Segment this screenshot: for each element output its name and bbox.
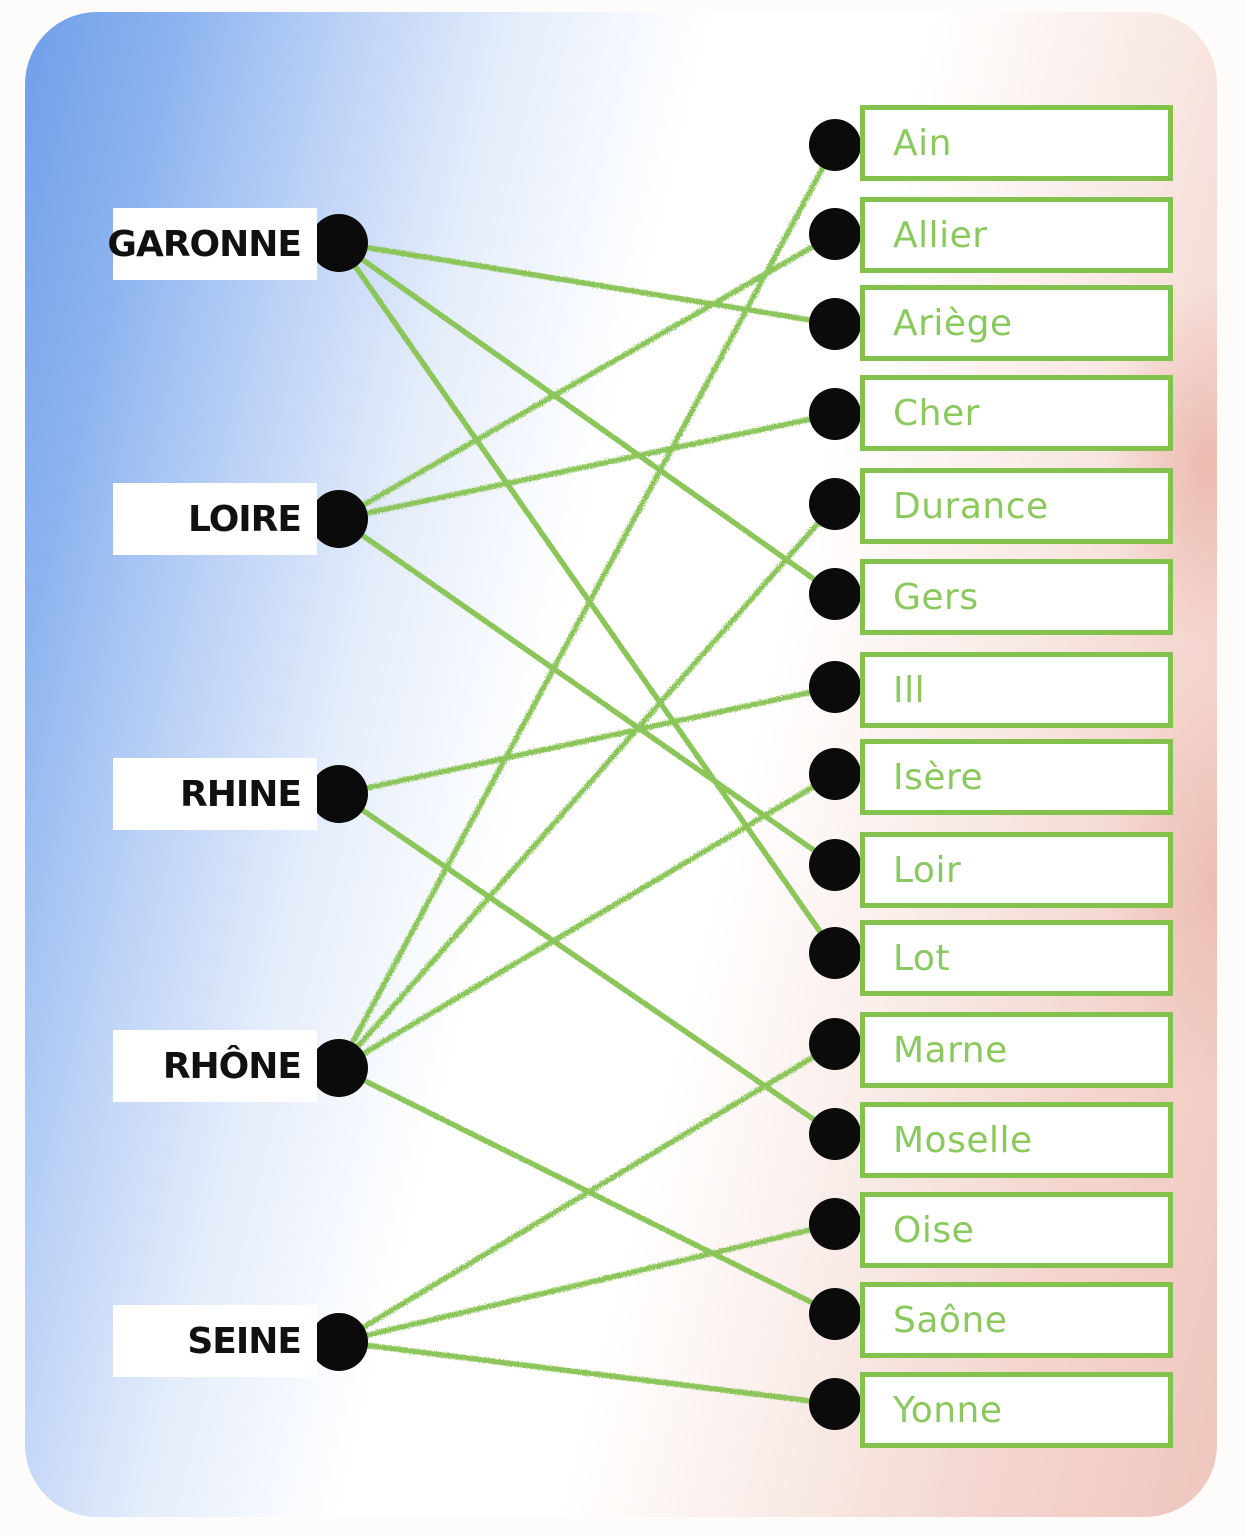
tributary-dot-ariege[interactable] <box>809 298 861 350</box>
connection-line-rhine-ill <box>336 684 838 797</box>
tributary-label-box-isere[interactable]: Isère <box>860 739 1173 815</box>
river-label-box-rhone[interactable]: RHÔNE <box>113 1030 317 1102</box>
river-label: LOIRE <box>188 498 302 540</box>
river-dot-seine[interactable] <box>310 1313 368 1371</box>
tributary-label-box-saone[interactable]: Saône <box>860 1282 1173 1358</box>
river-dot-rhine[interactable] <box>310 765 368 823</box>
river-dot-rhone[interactable] <box>310 1039 368 1097</box>
tributary-label: Ariège <box>893 302 1013 344</box>
connection-line-rhone-saone <box>336 1065 838 1317</box>
tributary-dot-gers[interactable] <box>809 568 861 620</box>
tributary-label: Ain <box>893 122 952 164</box>
tributary-label-box-lot[interactable]: Lot <box>860 920 1173 996</box>
tributary-label: Gers <box>893 576 979 618</box>
tributary-label-box-ill[interactable]: Ill <box>860 652 1173 728</box>
tributary-label: Allier <box>893 214 988 256</box>
tributary-label: Cher <box>893 392 980 434</box>
tributary-dot-lot[interactable] <box>809 927 861 979</box>
connection-line-seine-marne <box>336 1041 838 1345</box>
tributary-label: Loir <box>893 849 962 891</box>
river-label-box-loire[interactable]: LOIRE <box>113 483 317 555</box>
tributary-dot-oise[interactable] <box>809 1198 861 1250</box>
connection-line-rhone-durance <box>336 501 838 1071</box>
river-label: RHINE <box>180 773 302 815</box>
tributary-label-box-allier[interactable]: Allier <box>860 197 1173 273</box>
tributary-label-box-loir[interactable]: Loir <box>860 832 1173 908</box>
tributary-label: Moselle <box>893 1119 1033 1161</box>
tributary-label-box-marne[interactable]: Marne <box>860 1012 1173 1088</box>
river-label: RHÔNE <box>162 1045 302 1087</box>
river-label-box-garonne[interactable]: GARONNE <box>107 208 317 280</box>
tributary-label-box-ariege[interactable]: Ariège <box>860 285 1173 361</box>
connection-line-garonne-ariege <box>336 240 838 327</box>
tributary-dot-loir[interactable] <box>809 839 861 891</box>
connection-line-garonne-lot <box>336 240 838 956</box>
tributary-dot-durance[interactable] <box>809 478 861 530</box>
connection-line-seine-oise <box>336 1221 838 1345</box>
tributary-dot-allier[interactable] <box>809 208 861 260</box>
river-label: SEINE <box>187 1320 302 1362</box>
connection-line-garonne-gers <box>336 240 838 597</box>
tributary-dot-isere[interactable] <box>809 748 861 800</box>
tributary-label-box-ain[interactable]: Ain <box>860 105 1173 181</box>
tributary-dot-saone[interactable] <box>809 1288 861 1340</box>
tributary-label-box-gers[interactable]: Gers <box>860 559 1173 635</box>
tributary-label: Oise <box>893 1209 975 1251</box>
river-dot-loire[interactable] <box>310 490 368 548</box>
connection-line-loire-cher <box>336 411 838 522</box>
tributary-label: Lot <box>893 937 951 979</box>
tributary-label: Marne <box>893 1029 1008 1071</box>
river-dot-garonne[interactable] <box>310 214 368 272</box>
tributary-label-box-moselle[interactable]: Moselle <box>860 1102 1173 1178</box>
tributary-dot-ain[interactable] <box>809 119 861 171</box>
tributary-dot-yonne[interactable] <box>809 1378 861 1430</box>
tributary-dot-moselle[interactable] <box>809 1108 861 1160</box>
connection-line-loire-allier <box>336 231 838 522</box>
tributary-label: Durance <box>893 485 1049 527</box>
connection-line-rhine-moselle <box>336 791 838 1137</box>
tributary-label: Ill <box>893 669 926 711</box>
tributary-dot-ill[interactable] <box>809 661 861 713</box>
tributary-label-box-oise[interactable]: Oise <box>860 1192 1173 1268</box>
connection-line-rhone-ain <box>336 142 838 1071</box>
tributary-label: Isère <box>893 756 984 798</box>
river-label: GARONNE <box>107 223 302 265</box>
connection-line-rhone-isere <box>336 771 838 1071</box>
river-label-box-seine[interactable]: SEINE <box>113 1305 317 1377</box>
connection-line-loire-loir <box>336 516 838 868</box>
connection-line-seine-yonne <box>336 1339 838 1407</box>
tributary-label-box-durance[interactable]: Durance <box>860 468 1173 544</box>
tributary-label: Saône <box>893 1299 1008 1341</box>
tributary-dot-marne[interactable] <box>809 1018 861 1070</box>
tributary-dot-cher[interactable] <box>809 388 861 440</box>
river-label-box-rhine[interactable]: RHINE <box>113 758 317 830</box>
tributary-label-box-yonne[interactable]: Yonne <box>860 1372 1173 1448</box>
tributary-label: Yonne <box>893 1389 1003 1431</box>
tributary-label-box-cher[interactable]: Cher <box>860 375 1173 451</box>
